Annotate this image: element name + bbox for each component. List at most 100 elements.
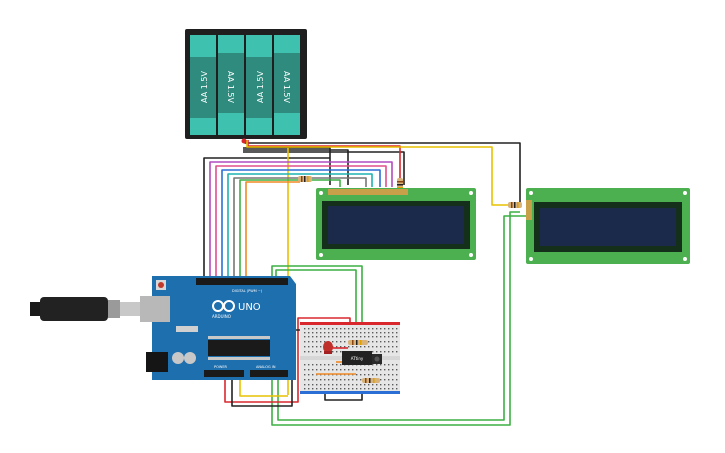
breadboard-hole[interactable]: [376, 341, 378, 343]
breadboard-hole[interactable]: [316, 328, 318, 330]
breadboard-hole[interactable]: [388, 336, 390, 338]
breadboard-hole[interactable]: [336, 388, 338, 390]
pushbutton[interactable]: [372, 354, 382, 364]
breadboard-hole[interactable]: [384, 369, 386, 371]
wire-orange[interactable]: [245, 181, 300, 278]
wire-yellow[interactable]: [239, 380, 288, 397]
breadboard-hole[interactable]: [392, 328, 394, 330]
breadboard-hole[interactable]: [312, 379, 314, 381]
breadboard-hole[interactable]: [332, 364, 334, 366]
breadboard-hole[interactable]: [340, 379, 342, 381]
breadboard-hole[interactable]: [304, 328, 306, 330]
breadboard-hole[interactable]: [352, 346, 354, 348]
breadboard-hole[interactable]: [356, 384, 358, 386]
breadboard-hole[interactable]: [316, 336, 318, 338]
breadboard-hole[interactable]: [392, 336, 394, 338]
wire-black[interactable]: [243, 147, 331, 185]
breadboard-hole[interactable]: [340, 346, 342, 348]
usb-cable[interactable]: [30, 297, 152, 321]
breadboard-hole[interactable]: [312, 351, 314, 353]
breadboard-hole[interactable]: [376, 388, 378, 390]
breadboard-hole[interactable]: [308, 388, 310, 390]
breadboard-hole[interactable]: [304, 332, 306, 334]
breadboard-hole[interactable]: [352, 336, 354, 338]
breadboard-hole[interactable]: [364, 332, 366, 334]
breadboard-hole[interactable]: [372, 351, 374, 353]
breadboard-hole[interactable]: [312, 346, 314, 348]
breadboard-hole[interactable]: [348, 336, 350, 338]
breadboard-hole[interactable]: [320, 364, 322, 366]
breadboard-hole[interactable]: [332, 351, 334, 353]
breadboard-hole[interactable]: [324, 341, 326, 343]
breadboard-hole[interactable]: [324, 379, 326, 381]
breadboard-hole[interactable]: [364, 384, 366, 386]
breadboard-hole[interactable]: [356, 332, 358, 334]
breadboard-hole[interactable]: [376, 364, 378, 366]
breadboard-hole[interactable]: [396, 379, 398, 381]
breadboard-hole[interactable]: [340, 332, 342, 334]
breadboard-hole[interactable]: [376, 332, 378, 334]
breadboard[interactable]: ATtiny: [300, 322, 400, 394]
breadboard-hole[interactable]: [368, 336, 370, 338]
breadboard-hole[interactable]: [320, 346, 322, 348]
breadboard-hole[interactable]: [392, 341, 394, 343]
breadboard-hole[interactable]: [372, 384, 374, 386]
breadboard-hole[interactable]: [344, 388, 346, 390]
breadboard-hole[interactable]: [336, 384, 338, 386]
breadboard-hole[interactable]: [304, 374, 306, 376]
breadboard-hole[interactable]: [336, 328, 338, 330]
breadboard-hole[interactable]: [328, 364, 330, 366]
breadboard-hole[interactable]: [304, 336, 306, 338]
breadboard-hole[interactable]: [352, 379, 354, 381]
breadboard-hole[interactable]: [316, 351, 318, 353]
wire-red[interactable]: [224, 317, 351, 403]
breadboard-hole[interactable]: [328, 388, 330, 390]
breadboard-hole[interactable]: [380, 346, 382, 348]
lcd-display-1[interactable]: [316, 188, 476, 260]
breadboard-hole[interactable]: [376, 346, 378, 348]
breadboard-hole[interactable]: [368, 374, 370, 376]
breadboard-hole[interactable]: [392, 332, 394, 334]
breadboard-hole[interactable]: [396, 369, 398, 371]
breadboard-hole[interactable]: [396, 351, 398, 353]
breadboard-hole[interactable]: [324, 364, 326, 366]
breadboard-hole[interactable]: [312, 341, 314, 343]
breadboard-hole[interactable]: [344, 379, 346, 381]
breadboard-hole[interactable]: [384, 374, 386, 376]
breadboard-hole[interactable]: [384, 332, 386, 334]
breadboard-hole[interactable]: [312, 388, 314, 390]
breadboard-hole[interactable]: [328, 369, 330, 371]
breadboard-hole[interactable]: [312, 328, 314, 330]
breadboard-hole[interactable]: [336, 346, 338, 348]
breadboard-hole[interactable]: [388, 364, 390, 366]
breadboard-hole[interactable]: [340, 384, 342, 386]
breadboard-hole[interactable]: [356, 328, 358, 330]
breadboard-hole[interactable]: [340, 369, 342, 371]
breadboard-hole[interactable]: [368, 384, 370, 386]
wire-black[interactable]: [231, 329, 306, 407]
breadboard-hole[interactable]: [344, 341, 346, 343]
breadboard-hole[interactable]: [328, 332, 330, 334]
breadboard-hole[interactable]: [336, 332, 338, 334]
breadboard-hole[interactable]: [316, 341, 318, 343]
breadboard-hole[interactable]: [384, 328, 386, 330]
breadboard-hole[interactable]: [388, 351, 390, 353]
breadboard-hole[interactable]: [344, 332, 346, 334]
breadboard-resistor[interactable]: [348, 340, 368, 345]
breadboard-hole[interactable]: [352, 384, 354, 386]
breadboard-hole[interactable]: [388, 346, 390, 348]
breadboard-hole[interactable]: [308, 332, 310, 334]
breadboard-hole[interactable]: [308, 346, 310, 348]
breadboard-hole[interactable]: [348, 346, 350, 348]
breadboard-hole[interactable]: [372, 374, 374, 376]
breadboard-hole[interactable]: [344, 328, 346, 330]
wire-black[interactable]: [243, 151, 405, 185]
breadboard-hole[interactable]: [324, 336, 326, 338]
breadboard-hole[interactable]: [320, 384, 322, 386]
breadboard-hole[interactable]: [380, 328, 382, 330]
breadboard-hole[interactable]: [316, 346, 318, 348]
breadboard-hole[interactable]: [372, 336, 374, 338]
arduino-uno[interactable]: UNO ARDUINO DIGITAL (PWM ~) POWER ANALOG…: [140, 276, 296, 380]
breadboard-hole[interactable]: [360, 379, 362, 381]
